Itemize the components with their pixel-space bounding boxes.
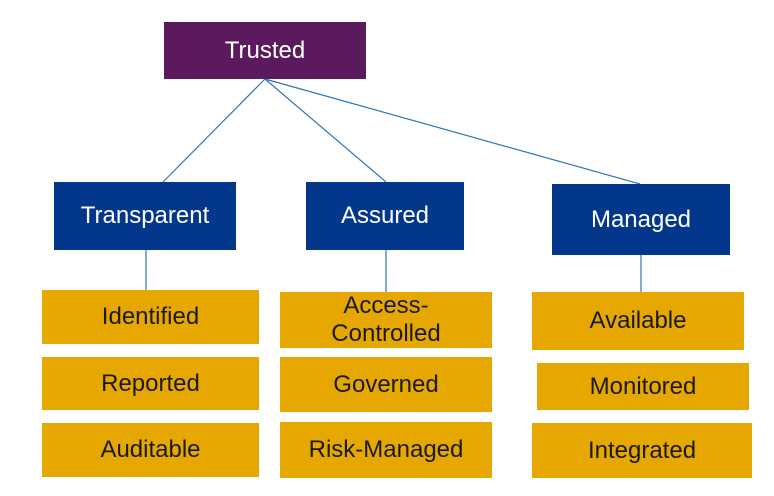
root-node-label: Trusted [224,36,306,64]
category-node-transparent: Transparent [54,182,236,250]
item-label: Available [589,307,687,335]
item-node-governed: Governed [280,357,492,412]
item-label: Integrated [587,436,697,464]
category-label: Managed [590,205,692,233]
root-node-trusted: Trusted [164,22,366,79]
item-label: Governed [333,370,439,398]
item-node-auditable: Auditable [42,423,259,477]
connector-trusted-transparent [162,78,266,183]
item-node-integrated: Integrated [532,423,752,478]
item-node-identified: Identified [42,290,259,344]
item-label: Identified [101,303,200,331]
category-node-assured: Assured [306,182,464,250]
item-node-available: Available [532,292,744,350]
item-node-monitored: Monitored [537,363,749,410]
item-node-reported: Reported [42,357,259,410]
item-label: Monitored [589,372,697,400]
item-label: Access-Controlled [331,292,441,347]
item-node-access-controlled: Access-Controlled [280,292,492,348]
item-node-risk-managed: Risk-Managed [280,422,492,478]
item-label: Auditable [100,436,201,464]
connector-trusted-managed [264,78,641,185]
item-label: Reported [101,369,200,397]
item-label: Risk-Managed [308,436,464,464]
category-label: Transparent [80,202,210,230]
category-label: Assured [340,202,430,230]
category-node-managed: Managed [552,184,730,255]
connector-trusted-assured [264,78,387,183]
